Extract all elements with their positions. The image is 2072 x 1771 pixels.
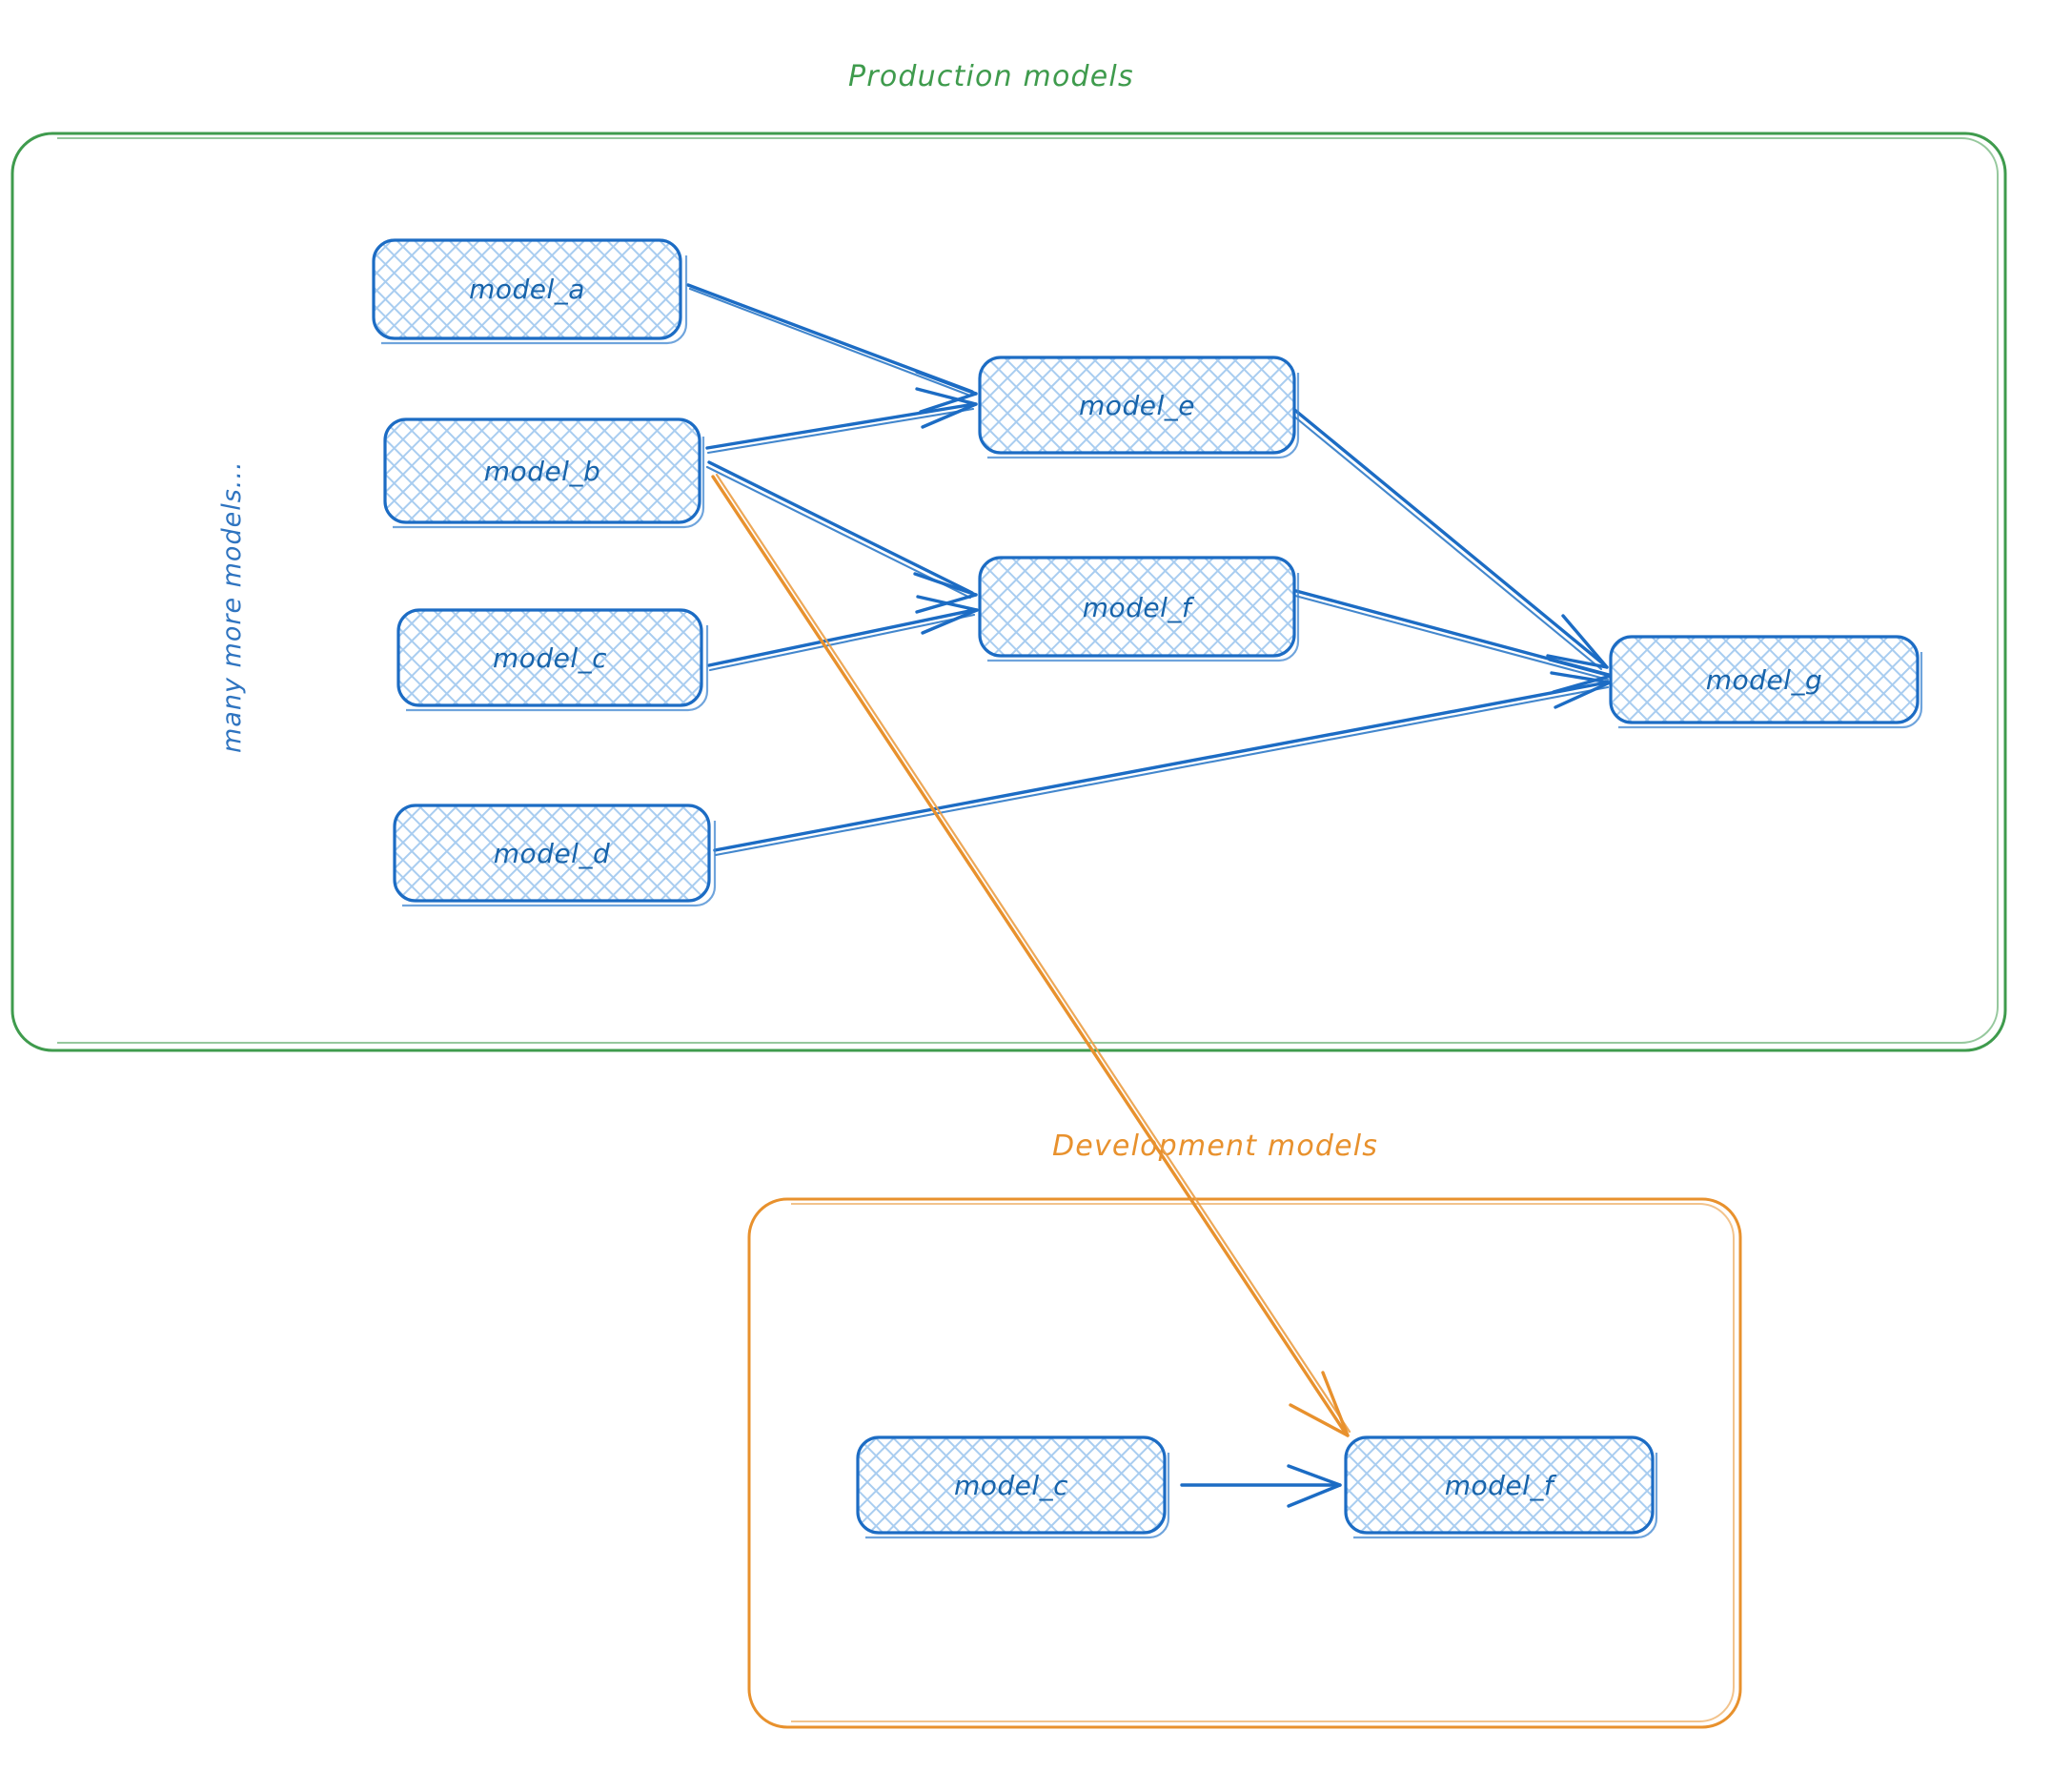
development-container-border	[747, 1197, 1742, 1729]
node-dev_model_f[interactable]: model_f	[1344, 1435, 1658, 1539]
edge-model_d-to-model_g	[713, 671, 1612, 857]
node-label-dev_model_f: model_f	[1445, 1470, 1557, 1501]
node-label-model_g: model_g	[1706, 664, 1822, 696]
production-group: Production models	[10, 60, 2007, 1052]
development-group: Development models	[747, 1130, 1742, 1729]
node-label-model_f: model_f	[1083, 592, 1195, 623]
node-model_d[interactable]: model_d	[393, 804, 717, 907]
node-model_c[interactable]: model_c	[396, 608, 709, 712]
node-dev_model_c[interactable]: model_c	[856, 1435, 1170, 1539]
edge-model_c-to-model_f	[707, 595, 979, 672]
edge-model_f-to-model_g	[1293, 589, 1613, 694]
node-label-model_c: model_c	[493, 642, 607, 674]
node-model_f[interactable]: model_f	[978, 556, 1300, 662]
node-label-model_e: model_e	[1079, 390, 1195, 421]
node-model_e[interactable]: model_e	[978, 356, 1300, 459]
development-group-title: Development models	[1052, 1130, 1378, 1163]
node-label-dev_model_c: model_c	[954, 1470, 1068, 1501]
production-container-border-sketch	[57, 137, 1999, 1044]
edge-model_b-to-model_b-e	[705, 387, 978, 455]
node-label-model_d: model_d	[494, 838, 610, 869]
node-label-model_b: model_b	[484, 456, 600, 487]
production-container-border	[10, 132, 2007, 1052]
production-edges	[686, 283, 1613, 857]
production-group-title: Production models	[848, 60, 1134, 93]
edge-dev_model_c-to-dev_model_f	[1180, 1464, 1342, 1508]
edge-model_b-to-model_f	[705, 460, 978, 614]
node-model_g[interactable]: model_g	[1609, 635, 1923, 729]
node-model_a[interactable]: model_a	[372, 238, 688, 345]
development-container-border-sketch	[791, 1203, 1735, 1722]
node-model_b[interactable]: model_b	[383, 417, 705, 529]
edge-model_b-to-dev_model_f	[711, 473, 1351, 1437]
node-label-model_a: model_a	[469, 274, 585, 305]
edge-model_a-to-model_e	[686, 283, 978, 414]
edge-model_e-to-model_g	[1287, 406, 1609, 671]
many-more-models-note: many more models...	[217, 460, 247, 753]
